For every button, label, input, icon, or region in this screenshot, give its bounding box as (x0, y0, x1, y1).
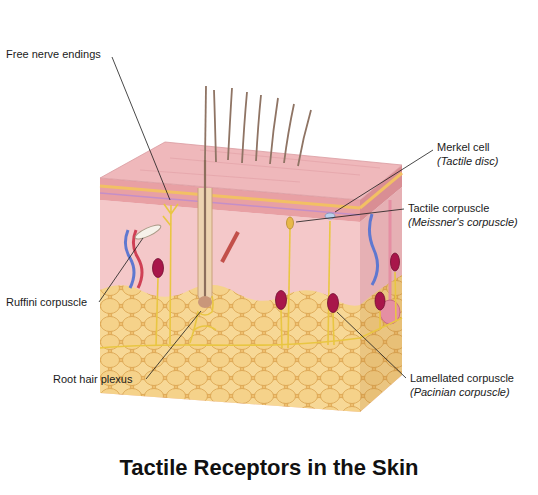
meissner-corpuscle (287, 217, 294, 229)
label-subtitle: (Pacinian corpuscle) (410, 386, 510, 399)
skin-surface (100, 142, 402, 200)
dermis-front (100, 200, 360, 412)
pacinian-corpuscles (153, 253, 400, 313)
hypodermis-front (100, 285, 360, 412)
ruffini-corpuscle (134, 222, 163, 241)
sweat-duct (389, 200, 392, 300)
part-label: Tactile corpuscle (408, 202, 489, 215)
part-label: Root hair plexus (53, 373, 133, 386)
arrector-pili (222, 232, 238, 262)
title: Tactile Receptors in the Skin (0, 455, 538, 481)
dermis-side (360, 187, 402, 412)
label-subtitle: (Tactile disc) (437, 155, 498, 168)
part-label: Ruffini corpuscle (6, 296, 87, 309)
part-label: Free nerve endings (6, 48, 101, 61)
surface-ridges (140, 150, 380, 182)
part-label: Lamellated corpuscle (410, 372, 514, 385)
vein (369, 214, 377, 285)
label-subtitle: (Meissner's corpuscle) (408, 216, 518, 229)
hair-shaft (204, 160, 206, 300)
hair-bulb (198, 296, 212, 308)
part-label: Merkel cell (437, 141, 490, 154)
leader-lines (99, 57, 433, 379)
nerves (100, 204, 402, 348)
hairs (205, 86, 311, 166)
